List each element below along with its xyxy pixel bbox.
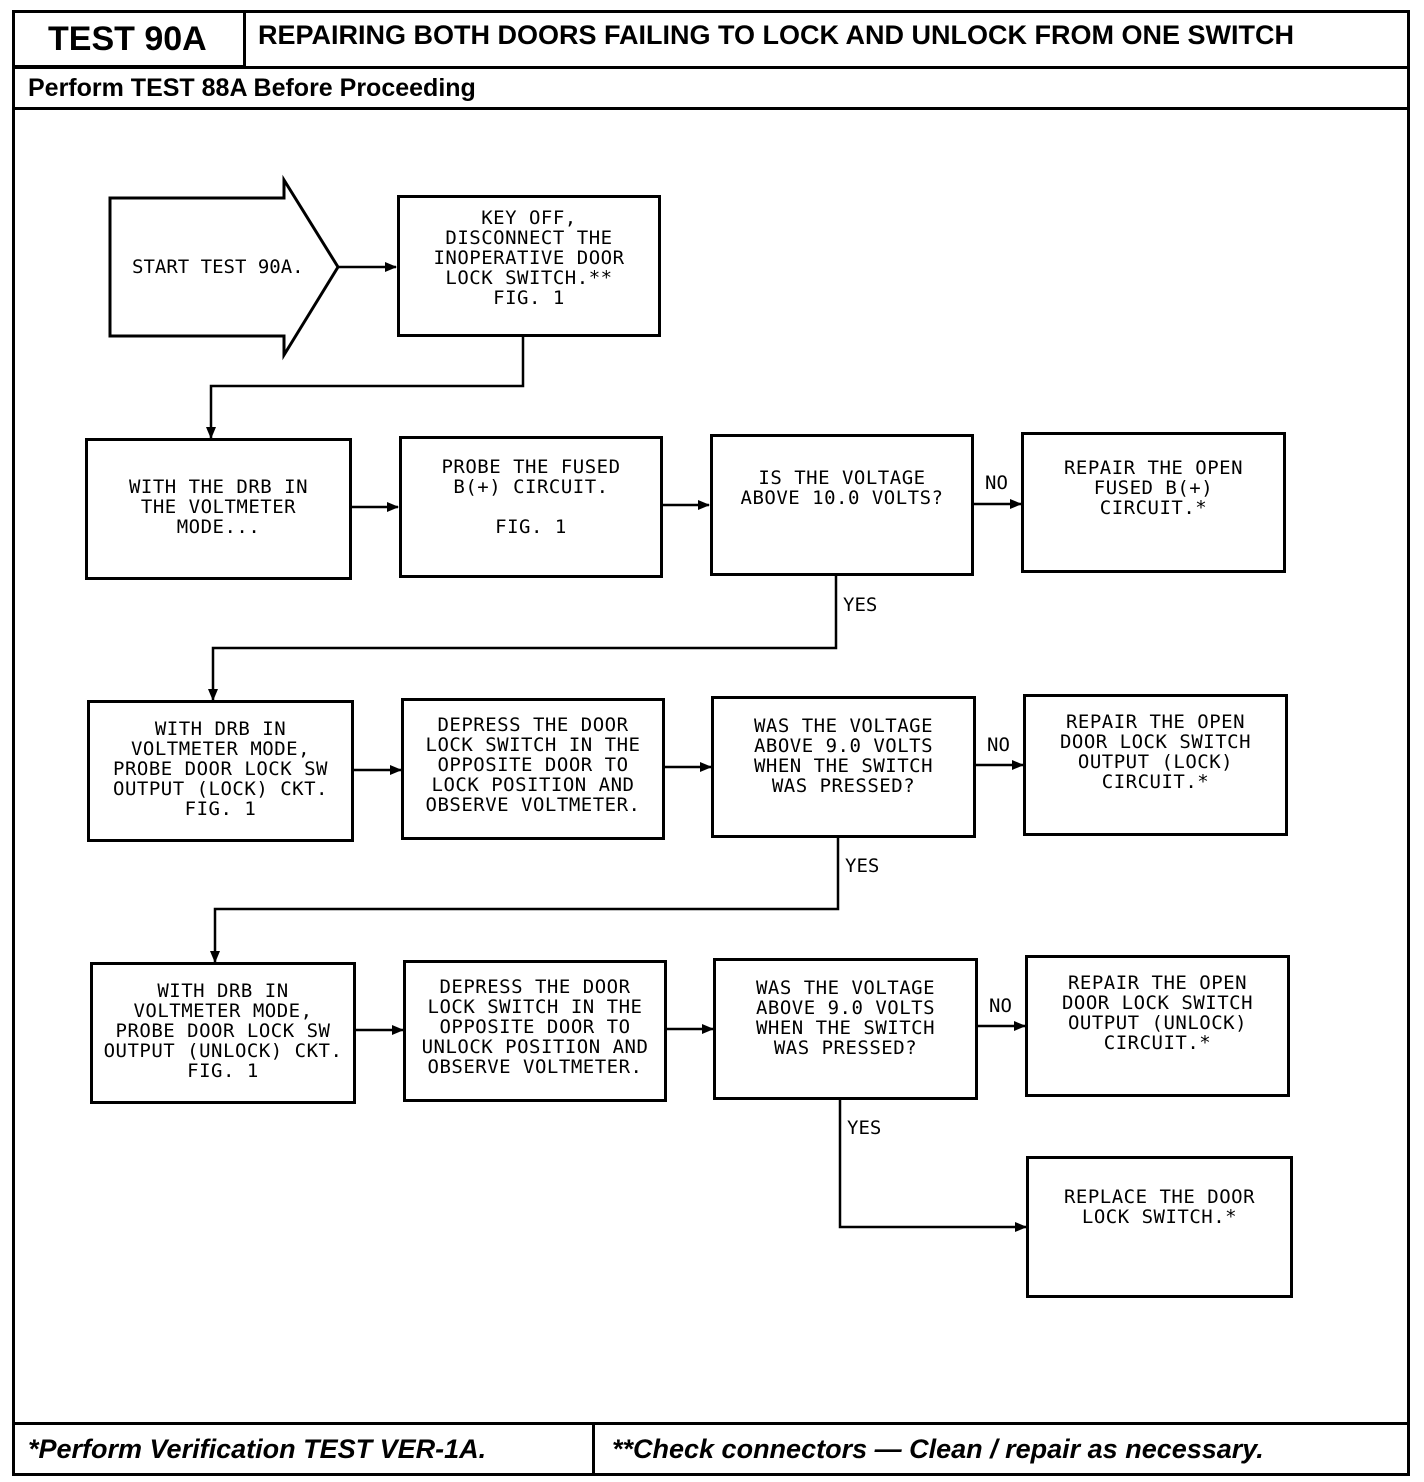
- action-repair-lock: REPAIR THE OPEN DOOR LOCK SWITCH OUTPUT …: [1023, 694, 1288, 836]
- step-key-off: KEY OFF, DISCONNECT THE INOPERATIVE DOOR…: [397, 195, 661, 337]
- decision-voltage-9-unlock-text: WAS THE VOLTAGE ABOVE 9.0 VOLTS WHEN THE…: [755, 977, 936, 1059]
- branch-yes-label: YES: [847, 1117, 882, 1139]
- prerequisite-note: Perform TEST 88A Before Proceeding: [28, 74, 476, 102]
- footer-rule: [12, 1422, 1410, 1476]
- decision-voltage-9-unlock: WAS THE VOLTAGE ABOVE 9.0 VOLTS WHEN THE…: [713, 958, 978, 1100]
- decision-voltage-10-text: IS THE VOLTAGE ABOVE 10.0 VOLTS?: [740, 467, 944, 509]
- decision-voltage-10: IS THE VOLTAGE ABOVE 10.0 VOLTS?: [710, 434, 974, 576]
- action-repair-fused: REPAIR THE OPEN FUSED B(+) CIRCUIT.*: [1021, 432, 1286, 573]
- step-probe-fused: PROBE THE FUSED B(+) CIRCUIT. FIG. 1: [399, 436, 663, 578]
- footer-verification-note: *Perform Verification TEST VER-1A.: [28, 1434, 487, 1464]
- start-arrow-shape: [108, 174, 340, 361]
- footer-divider: [592, 1422, 595, 1476]
- step-key-off-text: KEY OFF, DISCONNECT THE INOPERATIVE DOOR…: [433, 207, 625, 309]
- step-depress-unlock-text: DEPRESS THE DOOR LOCK SWITCH IN THE OPPO…: [421, 976, 649, 1078]
- action-repair-lock-text: REPAIR THE OPEN DOOR LOCK SWITCH OUTPUT …: [1059, 711, 1252, 793]
- decision-voltage-9-lock-text: WAS THE VOLTAGE ABOVE 9.0 VOLTS WHEN THE…: [753, 715, 934, 797]
- branch-yes-label: YES: [843, 594, 878, 616]
- step-depress-unlock: DEPRESS THE DOOR LOCK SWITCH IN THE OPPO…: [403, 960, 667, 1102]
- step-probe-unlock: WITH DRB IN VOLTMETER MODE, PROBE DOOR L…: [90, 962, 356, 1104]
- step-depress-lock: DEPRESS THE DOOR LOCK SWITCH IN THE OPPO…: [401, 698, 665, 840]
- step-probe-unlock-text: WITH DRB IN VOLTMETER MODE, PROBE DOOR L…: [103, 980, 343, 1082]
- footer-connector-note: **Check connectors — Clean / repair as n…: [612, 1434, 1264, 1464]
- branch-no-label: NO: [987, 734, 1010, 756]
- step-depress-lock-text: DEPRESS THE DOOR LOCK SWITCH IN THE OPPO…: [425, 714, 641, 816]
- branch-no-label: NO: [985, 472, 1008, 494]
- step-drb-voltmeter-text: WITH THE DRB IN THE VOLTMETER MODE...: [128, 476, 309, 538]
- branch-no-label: NO: [989, 995, 1012, 1017]
- step-probe-fused-text: PROBE THE FUSED B(+) CIRCUIT. FIG. 1: [441, 456, 621, 538]
- header-rule: [12, 66, 1410, 110]
- action-repair-fused-text: REPAIR THE OPEN FUSED B(+) CIRCUIT.*: [1063, 456, 1244, 519]
- step-probe-lock-text: WITH DRB IN VOLTMETER MODE, PROBE DOOR L…: [113, 718, 328, 820]
- test-id: TEST 90A: [48, 20, 207, 58]
- step-probe-lock: WITH DRB IN VOLTMETER MODE, PROBE DOOR L…: [87, 700, 354, 842]
- action-replace-switch-text: REPLACE THE DOOR LOCK SWITCH.*: [1063, 1186, 1256, 1228]
- decision-voltage-9-lock: WAS THE VOLTAGE ABOVE 9.0 VOLTS WHEN THE…: [711, 696, 976, 838]
- page-title: REPAIRING BOTH DOORS FAILING TO LOCK AND…: [258, 20, 1294, 50]
- step-drb-voltmeter: WITH THE DRB IN THE VOLTMETER MODE...: [85, 438, 352, 580]
- action-repair-unlock-text: REPAIR THE OPEN DOOR LOCK SWITCH OUTPUT …: [1061, 972, 1254, 1054]
- action-repair-unlock: REPAIR THE OPEN DOOR LOCK SWITCH OUTPUT …: [1025, 955, 1290, 1097]
- branch-yes-label: YES: [845, 855, 880, 877]
- start-label: START TEST 90A.: [132, 256, 304, 278]
- action-replace-switch: REPLACE THE DOOR LOCK SWITCH.*: [1026, 1156, 1293, 1298]
